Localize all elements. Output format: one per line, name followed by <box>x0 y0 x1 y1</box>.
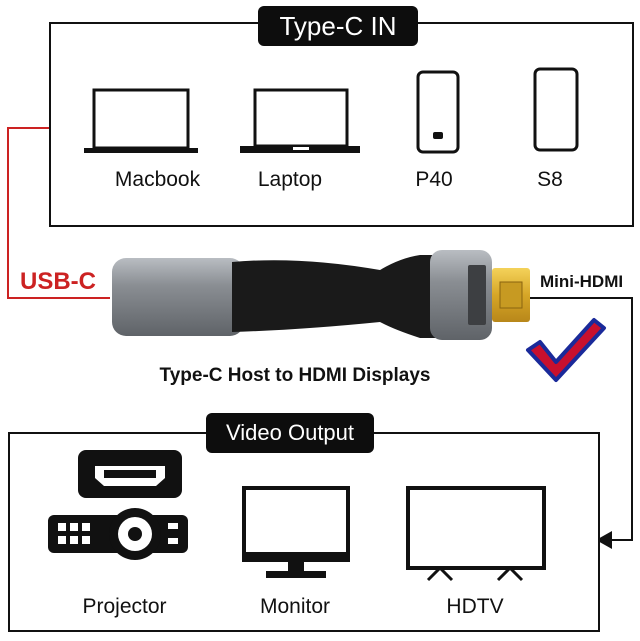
usb-c-label: USB-C <box>20 268 96 295</box>
hdmi-connector-line <box>500 297 633 541</box>
adapter-caption: Type-C Host to HDMI Displays <box>159 365 431 386</box>
device-label-monitor: Monitor <box>259 595 331 618</box>
arrow-icon <box>596 531 612 549</box>
mini-hdmi-label: Mini-HDMI <box>540 272 624 291</box>
input-section-title: Type-C IN <box>258 6 418 46</box>
device-label-s8: S8 <box>537 168 563 191</box>
device-label-projector: Projector <box>82 595 167 618</box>
output-title-text: Video Output <box>225 420 355 445</box>
device-label-macbook: Macbook <box>114 168 201 191</box>
device-label-laptop: Laptop <box>257 168 323 191</box>
device-label-p40: P40 <box>415 168 453 191</box>
device-label-hdtv: HDTV <box>446 595 504 618</box>
usb-c-connector-line <box>7 127 110 299</box>
output-section-title: Video Output <box>206 413 374 453</box>
input-title-text: Type-C IN <box>279 10 397 41</box>
